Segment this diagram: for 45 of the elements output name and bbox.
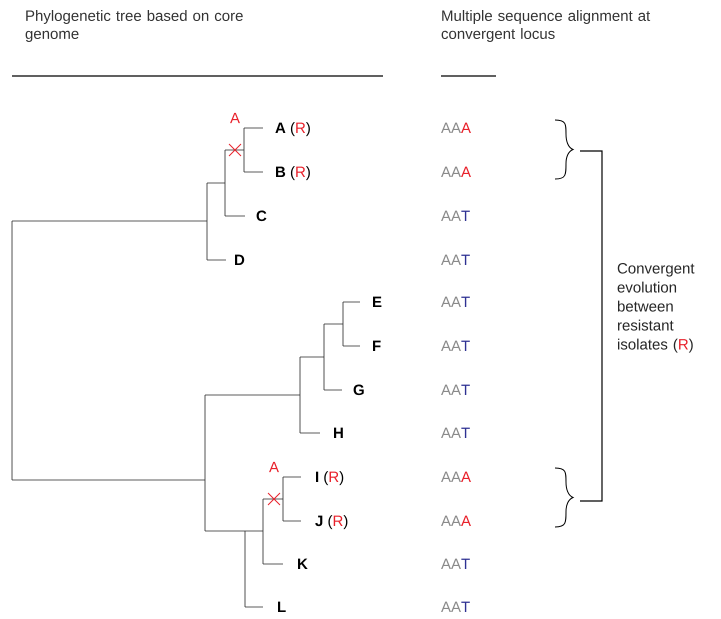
sequence-text: AAA [441,166,471,177]
mutation-label: A [269,462,279,472]
label: I [316,472,318,482]
taxon-label: F [373,340,381,351]
sequence-text: AAA [441,472,471,482]
sequence-text: AAT [441,254,470,265]
mutation-label: A [230,112,240,124]
taxon-label: E [373,296,382,307]
label: R [296,122,306,133]
sequence-text: AAT [441,428,470,438]
column-heading: Multiple sequence alignment at convergent locus [442,10,650,42]
taxon-label: B (R) [276,166,310,180]
label: R [330,472,338,482]
taxon-label: G [354,384,364,396]
label: ) [343,515,348,530]
label: ) [306,122,310,136]
taxon-label: I (R) [316,471,344,486]
note-text: Convergent evolution between resistant isolates (R) [618,263,694,353]
taxon-label: K [298,558,308,569]
label: ) [339,471,344,486]
label: R [296,166,306,177]
taxon-label: A (R) [275,122,310,136]
label: ( [290,166,295,180]
sequence-text: AAT [441,384,470,395]
label: ( [328,515,332,530]
label: R [334,516,343,526]
taxon-label: C [256,210,266,222]
label: J [315,516,322,526]
sequence-text: AAT [441,558,470,569]
sequence-text: AAA [441,516,471,526]
label: B [276,166,286,177]
taxon-label: L [278,602,286,612]
label: ( [290,122,295,136]
taxon-label: H [334,428,343,438]
label: ( [324,471,328,486]
taxon-label: D [235,254,244,265]
sequence-text: AAT [441,340,470,351]
sequence-text: AAT [441,296,470,307]
sequence-text: AAT [441,602,470,612]
label: A [275,122,286,133]
column-heading: Phylogenetic tree based on core genome [26,10,243,42]
sequence-text: AAA [441,122,471,133]
taxon-label: J (R) [315,515,348,530]
label: ) [306,166,310,180]
sequence-text: AAT [441,210,470,221]
